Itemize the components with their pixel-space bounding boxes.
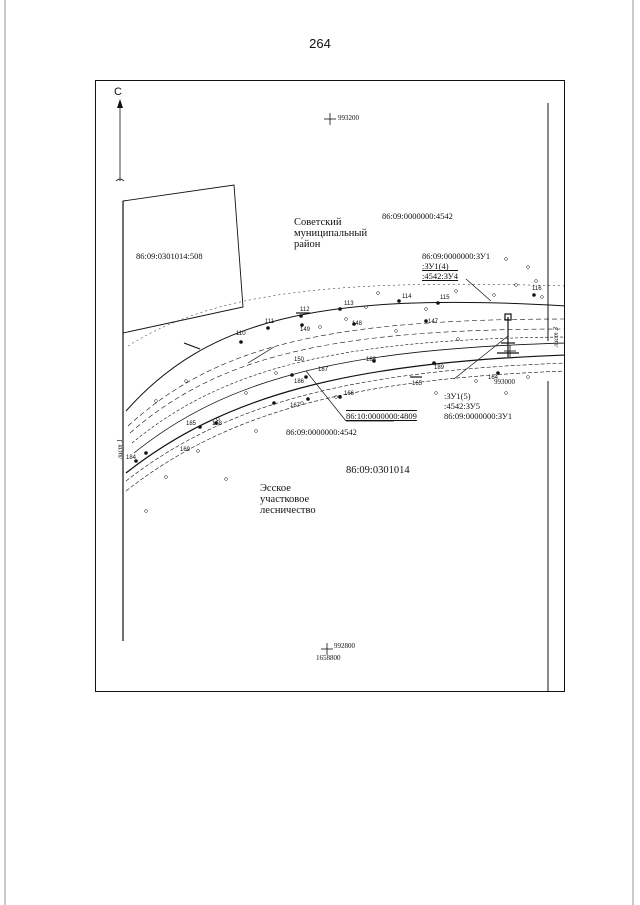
parcel-label-upper-right: 86:09:0000000:4542 [382,211,453,221]
point-label: 186 [294,379,305,385]
point-label: 189 [434,365,445,371]
road-parcel-label: 86:10:0000000:4809 [346,411,417,421]
grid-label-bottom: 992800 [334,642,355,650]
zu-bottom-line1: :ЗУ1(5) [444,391,471,401]
vegetation-dots [144,257,544,513]
point-label: 169 [180,447,191,453]
north-label: С [114,86,122,98]
point-label: 149 [300,327,311,333]
point-label: 187 [318,367,329,373]
road-corridor [125,283,564,492]
leader-lines [247,278,509,422]
point-label: 147 [428,319,439,325]
point-label: 116 [532,286,542,292]
point-label: 185 [186,421,197,427]
point-label: 110 [236,331,246,337]
right-page-edge [632,0,634,905]
zu-bottom-line2: :4542:ЗУ5 [444,401,481,411]
point-label: 111 [265,319,275,325]
point-label: 167 [290,403,301,409]
control-points [134,293,536,463]
quarter-label: 86:09:0301014 [346,465,410,476]
sheet-right-label: лист 3 [552,327,560,347]
survey-structure-icons [183,312,519,378]
north-arrow-icon [115,99,125,182]
district-label-line3: район [294,239,321,250]
district-label-line1: Советский [294,217,342,228]
point-label: 168 [212,421,223,427]
page-number: 264 [309,36,331,51]
point-label: 165 [412,381,423,387]
left-page-edge [4,0,6,905]
map-frame: С 993200 992800 1658800 993000 86:09:030… [95,80,565,692]
point-label: 166 [344,391,355,397]
grid-cross-icons [321,113,516,655]
point-label: 184 [126,455,137,461]
point-label: 148 [352,321,363,327]
point-label: 115 [440,295,450,301]
grid-label-bottom-easting: 1658800 [316,654,341,662]
district-label-line2: муниципальный [294,228,368,239]
sheet-left-label: лист 1 [116,439,124,459]
parcel-label-upper-left: 86:09:0301014:508 [136,251,203,261]
point-label: 114 [402,294,412,300]
map-canvas [115,99,564,691]
forestry-label-line2: участковое [260,494,310,505]
forestry-label-line1: Эсское [260,483,291,494]
point-label: 112 [300,307,310,313]
point-label: 164 [488,375,499,381]
grid-label-right: 993000 [494,378,515,386]
zu-top-line2: :ЗУ1(4) [422,261,449,271]
point-label: 113 [344,301,354,307]
forest-parcel-label: 86:09:0000000:4542 [286,427,357,437]
grid-label-top: 993200 [338,114,359,122]
point-label: 188 [366,357,377,363]
zu-top-line3: :4542:ЗУ4 [422,271,459,281]
forestry-label-line3: лесничество [260,505,316,516]
zu-bottom-line3: 86:09:0000000:ЗУ1 [444,411,513,421]
point-label: 150 [294,357,305,363]
parcel-upper-left-outline [122,184,244,334]
zu-top-line1: 86:09:0000000:ЗУ1 [422,251,491,261]
